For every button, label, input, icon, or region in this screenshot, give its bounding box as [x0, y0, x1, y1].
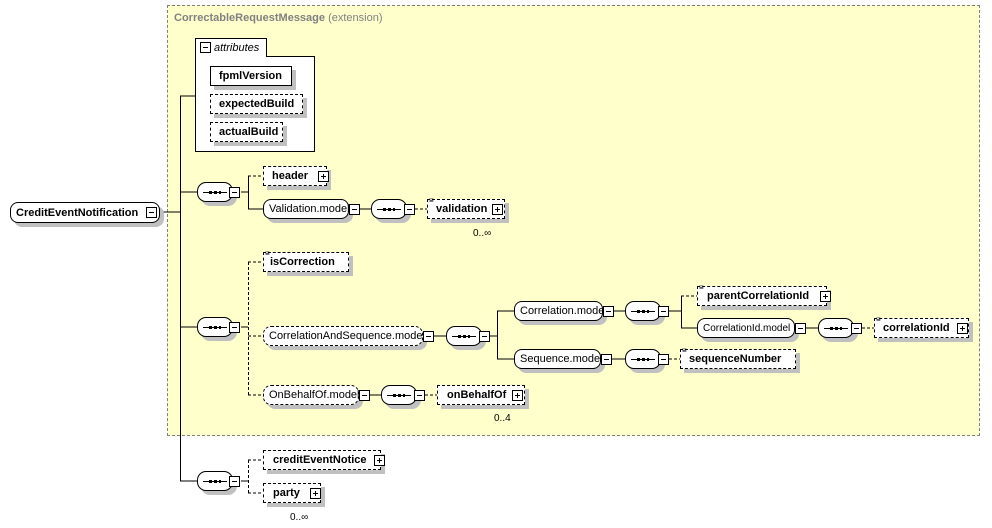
group-label: OnBehalfOf.model: [269, 389, 360, 401]
group-label: CorrelationId.model: [703, 322, 791, 334]
element-label: header: [272, 170, 309, 182]
sequence-compositor-icon[interactable]: [197, 182, 233, 202]
sequence-compositor-icon[interactable]: [446, 326, 482, 346]
sequence-compositor-icon[interactable]: [625, 301, 661, 321]
element-sequencenumber[interactable]: sequenceNumber: [680, 349, 796, 369]
documentation-icon: ≡: [876, 315, 881, 324]
documentation-icon: ≡: [699, 283, 704, 292]
expand-icon[interactable]: [318, 171, 329, 182]
sequence-compositor-icon[interactable]: [197, 471, 233, 491]
attribute-fpmlversion[interactable]: fpmlVersion: [210, 66, 292, 86]
element-validation[interactable]: validation: [427, 199, 505, 219]
group-onbehalfof-model[interactable]: OnBehalfOf.model: [263, 385, 360, 405]
group-correlationandsequence-model[interactable]: CorrelationAndSequence.model: [263, 326, 425, 346]
group-label: Validation.model: [269, 203, 350, 215]
collapse-icon[interactable]: [229, 322, 240, 333]
collapse-icon[interactable]: [229, 476, 240, 487]
root-element-label: CreditEventNotification: [16, 206, 139, 219]
collapse-icon[interactable]: [601, 354, 612, 365]
element-header[interactable]: header: [263, 166, 327, 186]
cardinality-label: 0..4: [494, 413, 511, 424]
collapse-icon[interactable]: [146, 207, 157, 218]
cardinality-label: 0..∞: [290, 512, 309, 523]
attribute-expectedbuild[interactable]: expectedBuild: [210, 94, 303, 114]
collapse-icon[interactable]: [479, 331, 490, 342]
group-correlationid-model[interactable]: CorrelationId.model: [697, 318, 795, 338]
expand-icon[interactable]: [820, 291, 831, 302]
element-label: party: [273, 487, 300, 499]
attributes-label: attributes: [214, 42, 260, 54]
collapse-icon[interactable]: [414, 390, 425, 401]
attribute-actualbuild[interactable]: actualBuild: [210, 122, 283, 142]
collapse-icon[interactable]: [658, 306, 669, 317]
collapse-icon[interactable]: [200, 42, 211, 53]
expand-icon[interactable]: [957, 323, 968, 334]
element-label: validation: [436, 203, 488, 215]
element-onbehalfof[interactable]: onBehalfOf: [437, 385, 525, 405]
group-label: CorrelationAndSequence.model: [269, 330, 425, 342]
attribute-label: actualBuild: [219, 126, 279, 138]
sequence-compositor-icon[interactable]: [381, 385, 417, 405]
group-correlation-model[interactable]: Correlation.model: [514, 301, 607, 321]
element-label: parentCorrelationId: [707, 290, 810, 302]
element-label: correlationId: [883, 322, 950, 334]
collapse-icon[interactable]: [658, 354, 669, 365]
collapse-icon[interactable]: [359, 390, 370, 401]
attributes-tab: [195, 38, 267, 57]
documentation-icon: ≡: [429, 196, 434, 205]
expand-icon[interactable]: [512, 390, 523, 401]
extension-title: CorrectableRequestMessage (extension): [174, 12, 383, 24]
element-parentcorrelationid[interactable]: parentCorrelationId: [697, 286, 827, 306]
element-label: onBehalfOf: [447, 389, 507, 401]
cardinality-label: 0..∞: [473, 228, 492, 239]
group-label: Sequence.model: [520, 353, 603, 365]
element-correlationid[interactable]: correlationId: [874, 318, 969, 338]
group-validation-model[interactable]: Validation.model: [263, 199, 350, 219]
element-label: isCorrection: [270, 256, 335, 268]
expand-icon[interactable]: [374, 455, 385, 466]
collapse-icon[interactable]: [795, 323, 806, 334]
element-label: creditEventNotice: [273, 454, 367, 466]
element-crediteventnotice[interactable]: creditEventNotice: [263, 450, 381, 470]
collapse-icon[interactable]: [404, 204, 415, 215]
sequence-compositor-icon[interactable]: [197, 317, 233, 337]
sequence-compositor-icon[interactable]: [625, 349, 661, 369]
expand-icon[interactable]: [310, 488, 321, 499]
collapse-icon[interactable]: [851, 323, 862, 334]
root-element-node[interactable]: CreditEventNotification: [10, 202, 160, 223]
collapse-icon[interactable]: [603, 306, 614, 317]
element-iscorrection[interactable]: isCorrection: [263, 252, 349, 272]
sequence-compositor-icon[interactable]: [371, 199, 407, 219]
collapse-icon[interactable]: [423, 331, 434, 342]
element-label: sequenceNumber: [689, 353, 782, 365]
sequence-compositor-icon[interactable]: [818, 318, 854, 338]
attribute-label: expectedBuild: [219, 98, 295, 110]
attribute-label: fpmlVersion: [219, 70, 282, 82]
collapse-icon[interactable]: [349, 204, 360, 215]
documentation-icon: ≡: [682, 346, 687, 355]
expand-icon[interactable]: [492, 204, 503, 215]
element-party[interactable]: party: [263, 483, 321, 503]
group-sequence-model[interactable]: Sequence.model: [514, 349, 603, 369]
documentation-icon: ≡: [265, 249, 270, 258]
collapse-icon[interactable]: [229, 187, 240, 198]
group-label: Correlation.model: [520, 305, 607, 317]
